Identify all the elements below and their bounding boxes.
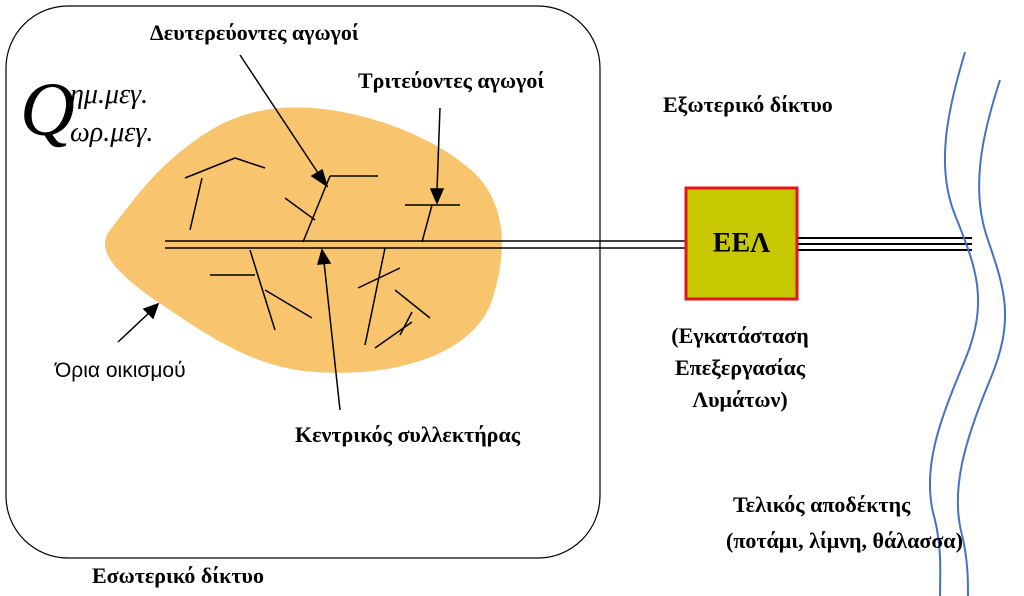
main-collector-label: Κεντρικός συλλεκτήρας [295, 422, 521, 447]
river-right-bank [956, 79, 1007, 596]
formula-superscript: ημ.μεγ. [70, 79, 149, 110]
river-left-bank [928, 51, 980, 596]
external-network-label: Εξωτερικό δίκτυο [663, 92, 833, 117]
peak-flow-formula: Q ημ.μεγ. ωρ.μεγ. [20, 70, 210, 158]
annotation-arrows [117, 54, 445, 411]
formula-subscript: ωρ.μεγ. [70, 117, 154, 148]
receiver-label-line1: Τελικός αποδέκτης [733, 492, 911, 517]
main-collector-pipe [165, 240, 686, 249]
treatment-plant-line3: Λυμάτων) [692, 387, 788, 412]
receiver-label-line2: (ποτάμι, λίμνη, θάλασσα) [726, 528, 963, 553]
flow-symbol: Q [20, 68, 75, 152]
treatment-plant-box [684, 186, 799, 301]
treatment-plant-line1: (Εγκατάσταση [671, 323, 809, 348]
branch-pipes [184, 157, 460, 349]
internal-network-label: Εσωτερικό δίκτυο [92, 563, 264, 588]
outfall-pipe [797, 237, 972, 251]
settlement-boundary-label: Όρια οικισμού [55, 359, 186, 382]
secondary-pipes-label: Δευτερεύοντες αγωγοί [150, 20, 359, 45]
treatment-plant-abbr: ΕΕΛ [712, 227, 771, 259]
internal-network-frame [5, 5, 601, 559]
treatment-plant-line2: Επεξεργασίας [674, 355, 806, 380]
tertiary-pipes-label: Τριτεύοντες αγωγοί [358, 68, 545, 93]
